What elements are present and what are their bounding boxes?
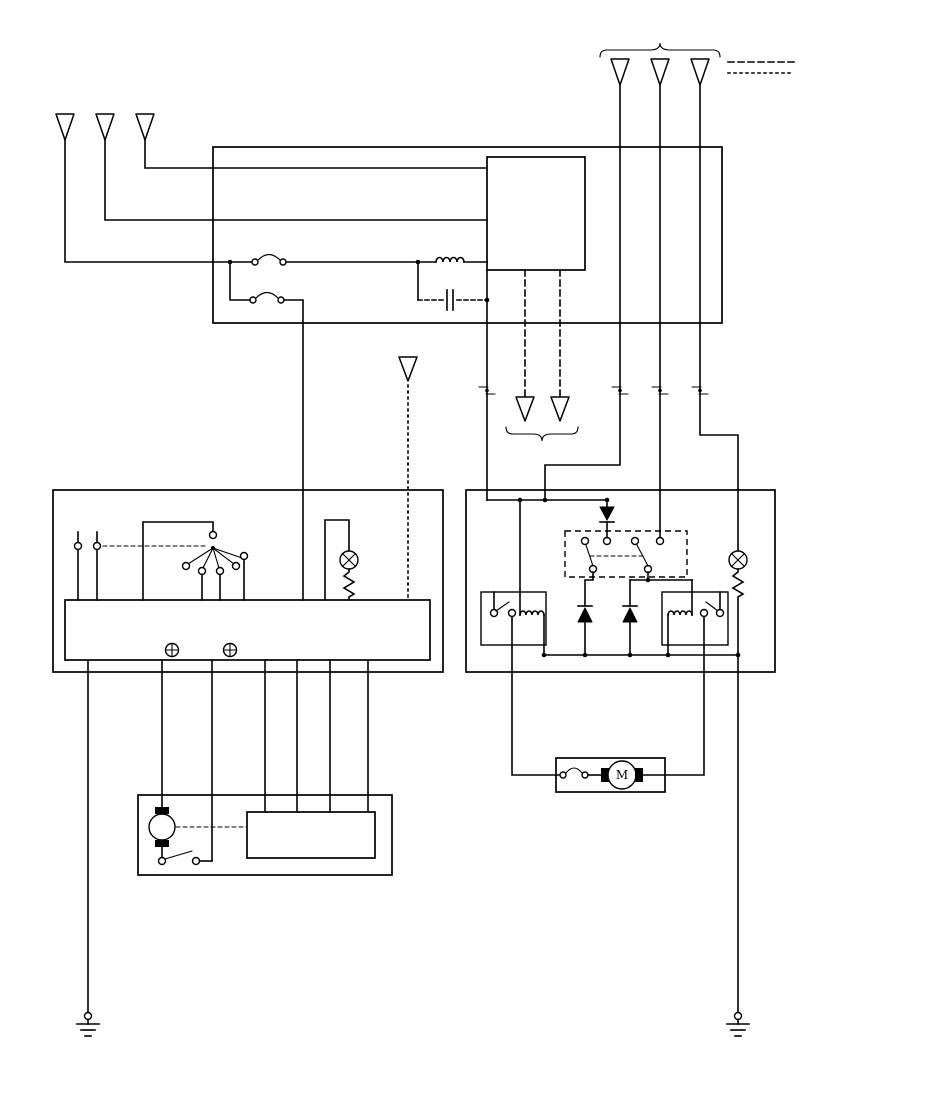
diode-left xyxy=(577,605,593,623)
actuator-motor xyxy=(148,807,176,847)
inline-connector-marks xyxy=(478,386,709,395)
relay-coil-icon xyxy=(667,610,693,616)
brace-top xyxy=(599,42,721,58)
capacitor xyxy=(446,289,454,311)
connector-mark-icon xyxy=(691,386,709,395)
junction-dots xyxy=(227,259,741,658)
diode-top xyxy=(599,506,615,523)
switch-block xyxy=(564,530,688,578)
relay-right xyxy=(661,591,729,656)
switch-contacts xyxy=(580,536,665,574)
connector-arrow-icon xyxy=(95,113,115,141)
lamp-left xyxy=(339,550,359,570)
connector-strip xyxy=(64,599,431,661)
capacitor-branch xyxy=(417,261,488,311)
connector-arrow-icon xyxy=(550,396,570,422)
fuse-branch xyxy=(229,261,304,601)
connector-arrow-icon xyxy=(398,356,418,382)
diode-right xyxy=(622,605,638,623)
strip-output-wires xyxy=(87,659,369,1013)
connector-arrow-icon xyxy=(515,396,535,422)
feed-wires xyxy=(64,139,488,263)
resistor-right xyxy=(731,568,745,1013)
single-connector xyxy=(398,356,418,599)
actuator-control-box xyxy=(246,811,376,859)
motor-label: M xyxy=(616,768,628,782)
noise-filter-coil xyxy=(435,256,465,263)
terminal-screw-icon xyxy=(164,642,180,658)
motor: M xyxy=(601,760,643,790)
actuator-switch xyxy=(157,846,213,866)
brace-bottom xyxy=(505,426,579,442)
mid-connector-pair xyxy=(505,269,579,442)
right-relay-module xyxy=(465,489,776,1013)
top-left-connector-group xyxy=(55,113,155,141)
connector-arrow-icon xyxy=(55,113,75,141)
connector-mark-icon xyxy=(651,386,669,395)
fuse-1 xyxy=(251,253,287,266)
resistor-left xyxy=(342,568,356,601)
relay-left xyxy=(480,591,547,656)
actuator-unit-box xyxy=(137,794,393,876)
motor-unit: M xyxy=(511,615,705,793)
top-right-connector-group xyxy=(599,42,796,86)
trunk-wires xyxy=(486,84,739,552)
left-switch-module xyxy=(52,489,444,673)
connector-mark-icon xyxy=(478,386,496,395)
rotary-switch xyxy=(181,530,249,576)
connector-arrow-icon xyxy=(650,58,670,86)
fuse-3 xyxy=(559,767,589,779)
fuse-2 xyxy=(249,291,285,304)
connector-arrow-icon xyxy=(135,113,155,141)
ground-left-icon xyxy=(76,1011,100,1037)
connector-arrow-icon xyxy=(610,58,630,86)
terminal-screw-icon xyxy=(222,642,238,658)
connector-arrow-icon xyxy=(690,58,710,86)
receiver-module-box xyxy=(486,156,586,271)
connector-mark-icon xyxy=(611,386,629,395)
main-unit-box xyxy=(212,146,723,324)
lamp-right xyxy=(728,550,748,570)
relay-coil-icon xyxy=(519,610,545,616)
ground-right-icon xyxy=(726,1011,750,1037)
